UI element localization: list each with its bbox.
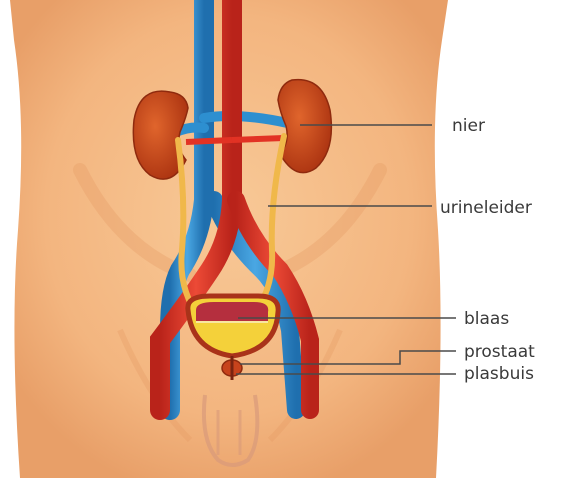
label-nier: nier	[452, 116, 485, 136]
renal-artery-right	[232, 138, 284, 140]
label-urineleider: urineleider	[440, 198, 532, 218]
kidney-right	[278, 80, 331, 173]
label-plasbuis: plasbuis	[464, 364, 534, 384]
renal-artery-left	[186, 140, 232, 142]
bladder-inner-wall	[196, 302, 268, 322]
label-blaas: blaas	[464, 309, 509, 329]
label-prostaat: prostaat	[464, 342, 535, 362]
